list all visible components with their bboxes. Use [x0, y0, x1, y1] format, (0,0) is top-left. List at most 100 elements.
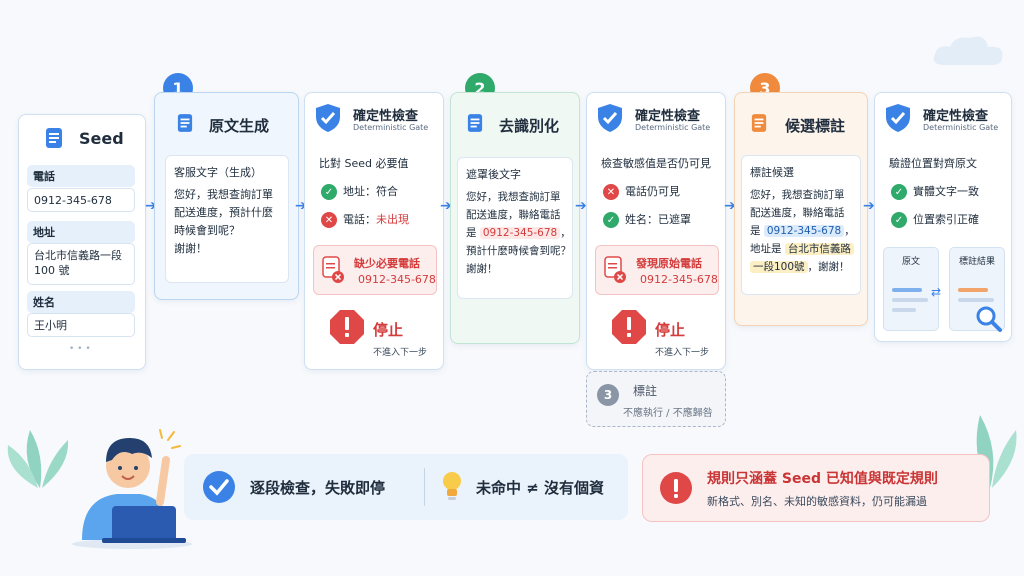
- gate-2-alert-value: 0912-345-678: [640, 273, 718, 286]
- gate-2-box-label: 檢查敏感值是否仍可見: [601, 157, 711, 170]
- skipped-step-card: 3 標註 不應執行 / 不應歸咎: [586, 371, 726, 427]
- step-3-title: 候選標註: [785, 117, 846, 135]
- warning-panel: 規則只涵蓋 Seed 已知值與既定規則 新格式、別名、未知的敏感資料，仍可能漏過: [642, 454, 990, 522]
- gate-3-check-position: ✓位置索引正確: [891, 211, 979, 228]
- gate-2-stop-note: 不進入下一步: [655, 348, 710, 358]
- warning-subtitle: 新格式、別名、未知的敏感資料，仍可能漏過: [707, 495, 927, 508]
- flow-arrow: ➔: [145, 198, 157, 214]
- gate-1-subtitle: Deterministic Gate: [353, 123, 429, 132]
- gate-2-card: 確定性檢查 Deterministic Gate 檢查敏感值是否仍可見 ✕電話仍…: [586, 92, 726, 370]
- gate-1-title: 確定性檢查: [353, 109, 419, 124]
- flow-arrow: ➔: [295, 198, 307, 214]
- gate-2-title: 確定性檢查: [635, 109, 701, 124]
- seed-phone-label: 電話: [27, 165, 135, 187]
- seed-address-label: 地址: [27, 221, 135, 243]
- gate-1-stop-note: 不進入下一步: [373, 348, 428, 358]
- seed-address-value: 台北市信義路一段 100 號: [27, 243, 135, 285]
- gate-3-check-text: ✓實體文字一致: [891, 183, 979, 200]
- gate-3-subtitle: Deterministic Gate: [923, 123, 999, 132]
- flow-arrow: ➔: [724, 198, 736, 214]
- document-icon: [467, 114, 483, 132]
- document-error-icon: [322, 256, 344, 283]
- step-2-title: 去識別化: [499, 117, 560, 135]
- magnifier-icon: [976, 306, 1002, 332]
- gate-2-check-name: ✓姓名：已遮罩: [603, 211, 691, 228]
- annotated-address-1: 台北市信義路: [784, 243, 854, 255]
- step-3-card: 候選標註 標註候選 您好，我想查詢訂單 配送進度，聯絡電話 是 0912-345…: [734, 92, 868, 326]
- gate-3-card: 確定性檢查 Deterministic Gate 驗證位置對齊原文 ✓實體文字一…: [874, 92, 1012, 342]
- gate-1-check-phone: ✕電話：未出現: [321, 211, 409, 228]
- check-icon: ✓: [603, 212, 619, 228]
- annotated-phone: 0912-345-678: [763, 225, 845, 237]
- swap-arrow-icon: ⇄: [931, 285, 942, 299]
- stop-icon: [612, 310, 646, 344]
- shield-check-icon: [886, 104, 910, 132]
- document-icon: [177, 114, 193, 132]
- step-2-text: 您好，我想查詢訂單 配送進度，聯絡電話 是 0912-345-678， 預計什麼…: [466, 191, 571, 275]
- gate-1-card: 確定性檢查 Deterministic Gate 比對 Seed 必要值 ✓地址…: [304, 92, 444, 370]
- original-doc-label: 原文: [901, 257, 920, 267]
- skipped-step-note: 不應執行 / 不應歸咎: [623, 408, 713, 419]
- gate-2-stop-label: 停止: [655, 321, 686, 339]
- gate-1-box-label: 比對 Seed 必要值: [319, 157, 409, 170]
- original-doc: 原文: [883, 247, 939, 331]
- warning-icon: [660, 472, 692, 504]
- check-icon: ✓: [891, 212, 907, 228]
- person-laptop-illustration: [72, 429, 192, 549]
- seed-address-line1: 台北市信義路一段: [34, 249, 122, 262]
- step-3-text-box: 標註候選 您好，我想查詢訂單 配送進度，聯絡電話 是 0912-345-678，…: [741, 155, 861, 295]
- gate-2-check-phone: ✕電話仍可見: [603, 183, 680, 200]
- gate-2-alert-title: 發現原始電話: [636, 257, 702, 270]
- gate-3-title: 確定性檢查: [923, 109, 989, 124]
- step-1-title: 原文生成: [209, 117, 270, 135]
- gate-1-alert: 缺少必要電話 0912-345-678: [313, 245, 437, 295]
- check-icon: ✓: [321, 184, 337, 200]
- gate-1-check-address: ✓地址：符合: [321, 183, 398, 200]
- principles-panel: 逐段檢查，失敗即停 未命中 ≠ 沒有個資: [184, 454, 628, 520]
- masked-phone-visible: 0912-345-678: [479, 227, 561, 239]
- stop-icon: [330, 310, 364, 344]
- step-1-text-box: 客服文字（生成） 您好，我想查詢訂單 配送進度，預計什麼 時候會到呢？ 謝謝！: [165, 155, 289, 283]
- skipped-step-title: 標註: [633, 384, 658, 398]
- document-icon: [751, 114, 767, 132]
- step-3-box-label: 標註候選: [750, 166, 794, 179]
- principle-2: 未命中 ≠ 沒有個資: [476, 479, 605, 497]
- seed-address-line2: 100 號: [34, 264, 70, 277]
- step-2-text-box: 遮罩後文字 您好，我想查詢訂單 配送進度，聯絡電話 是 0912-345-678…: [457, 157, 573, 299]
- gate-3-box-label: 驗證位置對齊原文: [889, 157, 977, 170]
- step-2-box-label: 遮罩後文字: [466, 168, 521, 181]
- shield-check-icon: [598, 104, 622, 132]
- document-icon: [46, 128, 62, 148]
- step-2-card: 去識別化 遮罩後文字 您好，我想查詢訂單 配送進度，聯絡電話 是 0912-34…: [450, 92, 580, 344]
- principle-1: 逐段檢查，失敗即停: [250, 479, 386, 497]
- annotated-address-2: 一段100號: [750, 261, 808, 273]
- gate-1-alert-title: 缺少必要電話: [354, 257, 420, 270]
- step-1-box-label: 客服文字（生成）: [174, 166, 262, 179]
- warning-title: 規則只涵蓋 Seed 已知值與既定規則: [707, 471, 938, 487]
- cloud-decoration: [933, 36, 1003, 65]
- leaf-decoration: [7, 430, 69, 488]
- gate-1-stop-label: 停止: [373, 321, 404, 339]
- step-1-text: 您好，我想查詢訂單 配送進度，預計什麼 時候會到呢？ 謝謝！: [174, 188, 273, 255]
- step-1-card: 原文生成 客服文字（生成） 您好，我想查詢訂單 配送進度，預計什麼 時候會到呢？…: [154, 92, 299, 300]
- gate-2-alert: 發現原始電話 0912-345-678: [595, 245, 719, 295]
- seed-name-value: 王小明: [27, 313, 135, 337]
- seed-name-label: 姓名: [27, 291, 135, 313]
- shield-check-icon: [316, 104, 340, 132]
- seed-card: Seed 電話 0912-345-678 地址 台北市信義路一段 100 號 姓…: [18, 114, 146, 370]
- more-dots: • • •: [69, 344, 91, 354]
- cross-icon: ✕: [603, 184, 619, 200]
- step-3-text: 您好，我想查詢訂單 配送進度，聯絡電話 是 0912-345-678， 地址是 …: [750, 189, 855, 273]
- seed-title: Seed: [79, 129, 124, 148]
- flow-arrow: ➔: [440, 198, 452, 214]
- gate-1-alert-value: 0912-345-678: [358, 273, 436, 286]
- document-error-icon: [604, 256, 626, 283]
- lightbulb-icon: [443, 472, 461, 500]
- gate-2-subtitle: Deterministic Gate: [635, 123, 711, 132]
- annotated-doc-label: 標註結果: [958, 257, 995, 267]
- flow-arrow: ➔: [575, 198, 587, 214]
- check-icon: ✓: [891, 184, 907, 200]
- skipped-step-badge: 3: [597, 384, 619, 406]
- flow-arrow: ➔: [863, 198, 875, 214]
- seed-phone-value: 0912-345-678: [27, 188, 135, 212]
